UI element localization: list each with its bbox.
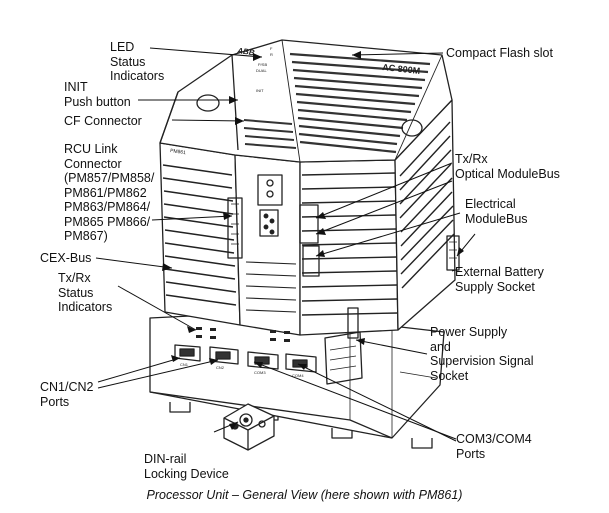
label-electrical-modulebus: Electrical ModuleBus <box>465 197 528 226</box>
port-labels: CN1 CN2 COM3 COM4 <box>180 362 304 378</box>
din-rail-foot <box>411 438 433 449</box>
led-label: P/SB <box>258 62 267 67</box>
top-screw <box>196 94 220 112</box>
side-tag-text: PM861 <box>170 148 187 156</box>
label-init-button: INIT Push button <box>64 80 131 109</box>
label-line: Ports <box>40 394 70 409</box>
port-cn1 <box>174 344 201 362</box>
label-line: CN1/CN2 <box>40 380 94 394</box>
label-line: Supply Socket <box>455 279 535 294</box>
label-line: ModuleBus <box>465 211 528 226</box>
label-line: COM3/COM4 <box>456 432 532 446</box>
label-line: PM863/PM864/ <box>64 200 151 214</box>
label-line: Supervision Signal <box>430 354 534 368</box>
label-line: Indicators <box>58 300 113 314</box>
port-label: CN2 <box>216 365 225 370</box>
label-cf-connector: CF Connector <box>64 114 142 129</box>
label-line: Status <box>110 54 146 69</box>
label-line: PM861/PM862 <box>64 185 147 200</box>
led-label: DUAL <box>256 68 267 73</box>
label-power-supply: Power Supply and Supervision Signal Sock… <box>430 325 534 383</box>
label-line: CEX-Bus <box>40 251 92 265</box>
optical-modulebus-connector <box>299 204 319 244</box>
label-line: PM865 PM866/ <box>64 214 151 229</box>
led-label: R <box>270 52 273 57</box>
label-line: LED <box>110 40 135 54</box>
label-line: Ports <box>456 446 486 461</box>
port-label: CN1 <box>180 362 189 367</box>
port-group <box>174 344 317 373</box>
leader-arrowheads <box>162 51 464 430</box>
port-com4 <box>285 353 317 373</box>
electrical-modulebus-connector <box>302 245 320 277</box>
figure-caption: Processor Unit – General View (here show… <box>146 488 463 502</box>
label-line: and <box>430 339 451 354</box>
label-line: Status <box>58 285 94 300</box>
label-line: (PM857/PM858/ <box>64 171 155 185</box>
label-line: Tx/Rx <box>58 271 91 285</box>
led-labels: F R P/SB DUAL INIT <box>256 46 273 93</box>
label-compact-flash: Compact Flash slot <box>446 46 553 61</box>
din-rail-lock <box>223 403 275 451</box>
led-label: F <box>270 46 273 51</box>
label-com-ports: COM3/COM4 Ports <box>456 432 532 461</box>
label-led-status: LED Status Indicators <box>110 40 164 84</box>
label-line: Indicators <box>110 69 165 83</box>
port-cn2 <box>209 346 239 365</box>
label-line: Tx/Rx <box>455 152 488 166</box>
top-screw <box>401 119 423 137</box>
label-line: Power Supply <box>430 325 508 339</box>
label-line: DIN-rail <box>144 452 187 466</box>
label-battery-socket: External Battery Supply Socket <box>455 265 544 294</box>
label-line: Electrical <box>465 197 516 211</box>
port-label: COM3 <box>254 370 266 375</box>
label-txrx-optical: Tx/Rx Optical ModuleBus <box>455 152 560 181</box>
leader-lines <box>95 47 476 442</box>
rcu-link-connector <box>227 197 243 259</box>
label-rcu-link: RCU Link Connector (PM857/PM858/ PM861/P… <box>64 142 154 244</box>
label-line: Compact Flash slot <box>446 46 553 60</box>
port-com3 <box>247 351 279 370</box>
din-rail-foot <box>169 402 191 413</box>
led-label: INIT <box>256 88 264 93</box>
label-line: CF Connector <box>64 114 142 128</box>
label-cex-bus: CEX-Bus <box>40 251 91 266</box>
model-text: AC 800M <box>382 62 421 76</box>
cf-slot <box>257 174 283 206</box>
label-line: Optical ModuleBus <box>455 166 560 181</box>
label-line: External Battery <box>455 265 544 279</box>
label-cn-ports: CN1/CN2 Ports <box>40 380 94 409</box>
label-line: RCU Link <box>64 142 118 156</box>
label-line: PM867) <box>64 229 108 243</box>
din-rail-foot <box>331 428 353 439</box>
label-line: Locking Device <box>144 466 229 481</box>
label-line: Push button <box>64 94 131 109</box>
label-line: Socket <box>430 368 469 383</box>
label-line: INIT <box>64 80 88 94</box>
label-din-rail: DIN-rail Locking Device <box>144 452 229 481</box>
label-txrx-status: Tx/Rx Status Indicators <box>58 271 112 315</box>
port-label: COM4 <box>292 373 304 378</box>
brand-text: ABB <box>236 46 256 57</box>
label-line: Connector <box>64 156 122 171</box>
housing-right-cover <box>299 159 399 336</box>
